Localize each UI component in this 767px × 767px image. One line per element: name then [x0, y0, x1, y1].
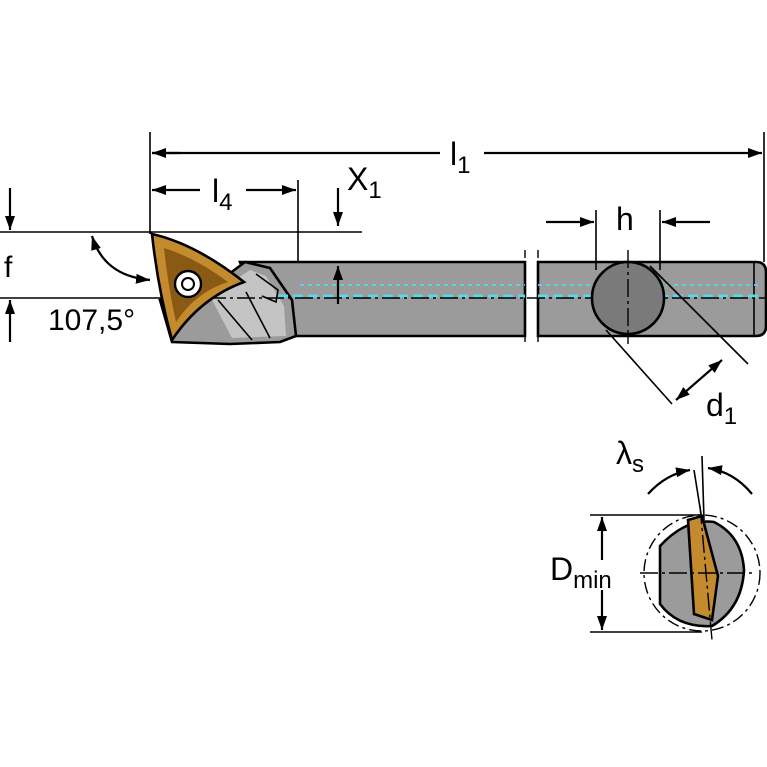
dimensions — [0, 132, 765, 405]
label-x1-sub: 1 — [368, 177, 381, 204]
head-edge-line-2 — [245, 291, 271, 339]
label-h: h — [616, 201, 634, 237]
lambda-s-arc-left — [647, 467, 691, 495]
label-lambda-s-sub: s — [632, 451, 644, 478]
label-d1-sub: 1 — [724, 403, 737, 430]
lambda-s-reference-a — [693, 469, 703, 521]
dimension-labels: l1 l4 X1 h f 107,5° d1 λs Dmin — [4, 136, 737, 594]
shank-break-marks — [524, 250, 539, 342]
end-view-centerline-v — [699, 505, 713, 641]
label-dmin-sub: min — [573, 567, 612, 594]
lambda-s-reference-b — [701, 455, 705, 521]
label-l4-main: l — [212, 173, 219, 209]
label-d1-main: d — [706, 387, 724, 423]
head-edge-line — [217, 299, 253, 341]
label-angle: 107,5° — [48, 304, 135, 337]
extension-line-d1-b — [649, 265, 749, 365]
end-view-insert — [686, 514, 720, 622]
extension-line-d1-a — [605, 329, 673, 405]
label-l1: l1 — [450, 136, 470, 179]
label-x1-main: X — [347, 161, 368, 197]
dimension-angle-arc — [90, 235, 151, 284]
label-l1-sub: 1 — [457, 152, 470, 179]
lambda-s-arc-right — [707, 465, 753, 495]
label-d1: d1 — [706, 387, 737, 430]
end-view-bore-circle — [643, 514, 761, 632]
insert-screw-hole — [181, 277, 195, 291]
label-lambda-s: λs — [616, 435, 644, 478]
dimension-d1-arrow — [675, 359, 723, 401]
label-x1: X1 — [347, 161, 382, 204]
label-l4-sub: 4 — [219, 189, 232, 216]
coolant-outlet — [255, 273, 279, 304]
label-l4: l4 — [212, 173, 232, 216]
label-dmin: Dmin — [550, 551, 612, 594]
label-l1-main: l — [450, 136, 457, 172]
label-dmin-main: D — [550, 551, 573, 587]
end-view — [590, 455, 761, 641]
label-lambda-s-main: λ — [616, 435, 632, 471]
label-f: f — [4, 251, 13, 284]
side-view — [150, 232, 767, 346]
